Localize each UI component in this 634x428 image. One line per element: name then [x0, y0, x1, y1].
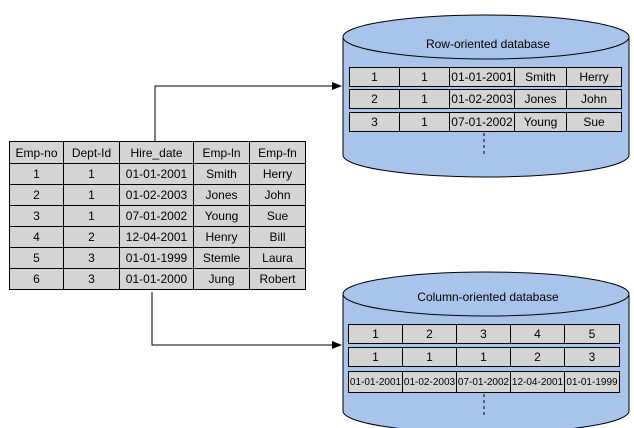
- row-db-cell: 1: [400, 68, 450, 86]
- connector-to-row-db: [154, 82, 342, 141]
- col-db-cell: 3: [588, 350, 596, 364]
- row-db-cell: John: [580, 92, 608, 106]
- row-db-cell: 07-01-2002: [450, 113, 515, 131]
- col-db-cell: 4: [511, 325, 565, 343]
- table-cell: Bill: [249, 226, 306, 248]
- row-db-cell: 01-01-2001: [450, 68, 515, 86]
- table-cell: 2: [9, 184, 64, 206]
- table-cell: Henry: [193, 226, 250, 248]
- table-cell: Jones: [193, 184, 250, 206]
- row-db-cell: Herry: [579, 70, 609, 84]
- table-cell: Jung: [193, 268, 250, 290]
- col-db-cell: 01-02-2003: [403, 372, 457, 392]
- col-db-cell: 5: [588, 327, 596, 341]
- row-db-cell: 1: [400, 113, 450, 131]
- table-cell: John: [249, 184, 306, 206]
- col-db-title: Column-oriented database: [417, 290, 559, 304]
- col-db-cell: 12-04-2001: [511, 372, 565, 392]
- col-db-cell: 1: [349, 348, 403, 366]
- table-cell: Stemle: [193, 247, 250, 269]
- row-db-cell: 01-02-2003: [450, 90, 515, 108]
- table-header-cell: Emp-fn: [249, 141, 306, 164]
- col-db-cell: 3: [457, 325, 511, 343]
- col-db-cell: 01-01-1999: [566, 376, 618, 388]
- table-cell: 01-02-2003: [119, 184, 194, 206]
- row-db-cell: Smith: [515, 68, 567, 86]
- table-cell: Laura: [249, 247, 306, 269]
- table-cell: 01-01-2001: [119, 163, 194, 185]
- table-cell: 4: [9, 226, 64, 248]
- col-db-cell: 1: [349, 325, 403, 343]
- table-cell: 01-01-2000: [119, 268, 194, 290]
- table-cell: 3: [63, 268, 120, 290]
- row-db-cell: 1: [350, 68, 400, 86]
- col-db-cell: 2: [403, 325, 457, 343]
- table-cell: 6: [9, 268, 64, 290]
- table-cell: 1: [63, 184, 120, 206]
- table-header-cell: Emp-no: [9, 141, 64, 164]
- col-db-cell: 1: [457, 348, 511, 366]
- col-db-cell: 1: [403, 348, 457, 366]
- table-cell: Smith: [193, 163, 250, 185]
- row-db-cell: Jones: [515, 90, 567, 108]
- table-cell: 2: [63, 226, 120, 248]
- table-cell: 1: [63, 205, 120, 227]
- table-header-cell: Hire_date: [119, 141, 194, 164]
- connector-to-col-db: [151, 292, 342, 349]
- col-db-cell: 07-01-2002: [457, 372, 511, 392]
- col-db-cell: 01-01-2001: [349, 372, 403, 392]
- table-cell: Robert: [249, 268, 306, 290]
- table-cell: Herry: [249, 163, 306, 185]
- table-cell: 01-01-1999: [119, 247, 194, 269]
- table-cell: 3: [9, 205, 64, 227]
- table-cell: Sue: [249, 205, 306, 227]
- table-cell: 1: [63, 163, 120, 185]
- table-cell: 3: [63, 247, 120, 269]
- row-db-cell: 1: [400, 90, 450, 108]
- row-db-cell: Sue: [583, 115, 605, 129]
- table-header-cell: Dept-Id: [63, 141, 120, 164]
- row-db-cell: 2: [350, 90, 400, 108]
- table-cell: Young: [193, 205, 250, 227]
- table-cell: 1: [9, 163, 64, 185]
- row-db-cell: 3: [350, 113, 400, 131]
- col-db-cell: 2: [511, 348, 565, 366]
- table-cell: 07-01-2002: [119, 205, 194, 227]
- row-db-title: Row-oriented database: [425, 37, 551, 51]
- row-db-cell: Young: [515, 113, 567, 131]
- table-header-cell: Emp-ln: [193, 141, 250, 164]
- table-cell: 5: [9, 247, 64, 269]
- table-cell: 12-04-2001: [119, 226, 194, 248]
